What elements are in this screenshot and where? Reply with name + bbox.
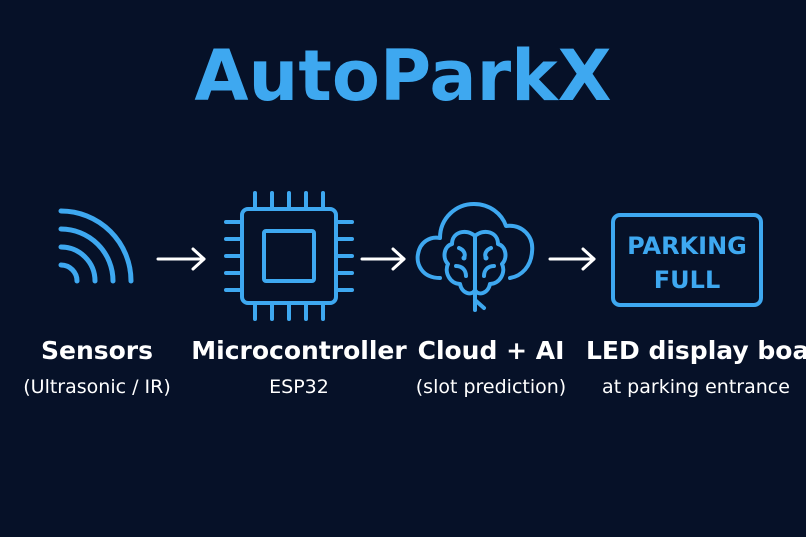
- step-label-sensors: Sensors (Ultrasonic / IR): [0, 336, 194, 400]
- step-subtitle: ESP32: [269, 376, 329, 398]
- step-label-led-display: LED display board at parking entrance: [586, 336, 806, 400]
- step-title: Microcontroller: [191, 336, 407, 365]
- cloud-brain-icon: [414, 196, 538, 316]
- step-label-microcontroller: Microcontroller ESP32: [190, 336, 408, 400]
- step-title: LED display board: [586, 336, 806, 365]
- step-subtitle: (slot prediction): [415, 376, 567, 398]
- led-display-line-2: FULL: [654, 266, 720, 294]
- step-title: Cloud + AI: [417, 336, 565, 365]
- flow-arrow-2: [360, 246, 408, 272]
- step-label-cloud-ai: Cloud + AI (slot prediction): [400, 336, 582, 400]
- led-board-icon: PARKING FULL: [611, 213, 765, 309]
- step-subtitle: (Ultrasonic / IR): [23, 376, 171, 398]
- flow-arrow-1: [156, 246, 208, 272]
- signal-icon: [58, 204, 138, 284]
- chip-icon: [222, 189, 356, 323]
- led-display-line-1: PARKING: [627, 232, 747, 260]
- flow-arrow-3: [548, 246, 598, 272]
- step-title: Sensors: [40, 336, 154, 365]
- page-title: AutoParkX: [194, 35, 612, 117]
- step-subtitle: at parking entrance: [602, 376, 790, 398]
